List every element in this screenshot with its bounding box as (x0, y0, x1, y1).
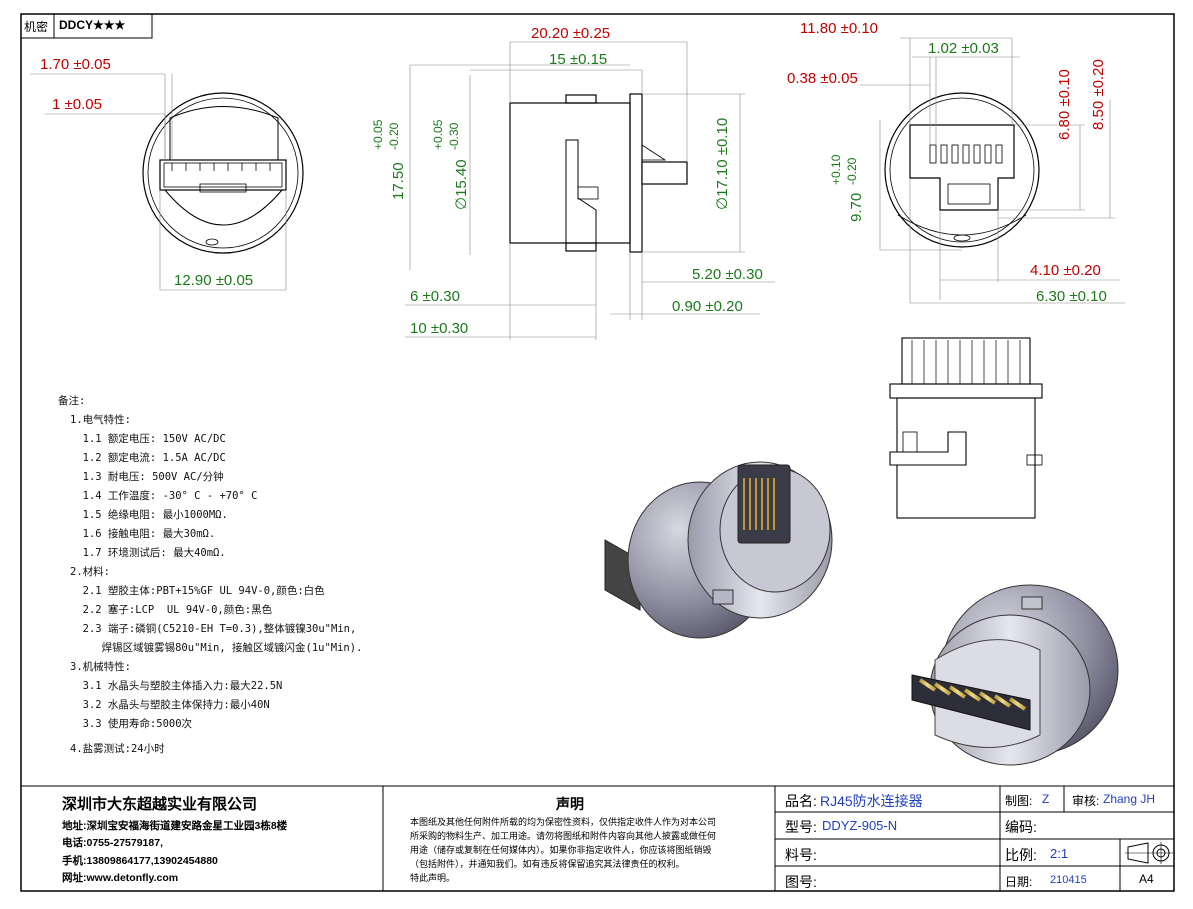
company-name: 深圳市大东超越实业有限公司 (62, 796, 258, 813)
dim-rear-11-80: 11.80 ±0.10 (800, 20, 879, 37)
dim-rear-9-70-tol: +0.10 -0.20 (829, 154, 859, 185)
rear-view (884, 92, 1040, 248)
note-line: 2.材料: (70, 566, 110, 578)
drawn-by: Z (1042, 792, 1050, 806)
iso-view-rear (911, 584, 1119, 766)
dim-side-0-90: 0.90 ±0.20 (672, 298, 743, 315)
dim-front-1-70: 1.70 ±0.05 (40, 56, 111, 73)
note-line: 2.1 塑胶主体:PBT+15%GF UL 94V-0,颜色:白色 (70, 585, 325, 597)
front-dims (30, 73, 287, 291)
note-line: 3.2 水晶头与塑胶主体保持力:最小40N (70, 699, 270, 711)
note-line: 1.7 环境测试后: 最大40mΩ. (70, 547, 226, 559)
sheet-size: A4 (1139, 872, 1154, 886)
secret-level: DDCY★★★ (59, 18, 126, 32)
material-number-label: 料号: (785, 847, 817, 863)
company-website: 网址:www.detonfly.com (62, 872, 179, 884)
dim-rear-8-50: 8.50 ±0.20 (1090, 59, 1107, 130)
declaration-line: 本图纸及其他任何附件所载的均为保密性资料，仅供指定收件人作为对本公司 (410, 817, 717, 827)
top-view (889, 337, 1043, 519)
date-label: 日期: (1005, 875, 1033, 889)
dim-rear-6-30: 6.30 ±0.10 (1036, 288, 1107, 305)
dim-side-15: 15 ±0.15 (549, 51, 608, 68)
model-number: DDYZ-905-N (822, 818, 898, 833)
drawn-by-label: 制图: (1005, 794, 1033, 808)
date-value: 210415 (1050, 874, 1087, 886)
company-mobile: 手机:13809864177,13902454880 (62, 855, 218, 867)
declaration-line: 特此声明。 (410, 873, 456, 883)
product-name-label: 品名: (785, 793, 817, 809)
front-view (142, 92, 304, 254)
note-line: 3.1 水晶头与塑胶主体插入力:最大22.5N (70, 680, 283, 692)
dim-side-15-40-tol: +0.05 -0.30 (431, 119, 461, 150)
side-view (509, 93, 688, 253)
scale-label: 比例: (1005, 847, 1037, 863)
note-line: 焊锡区域镀雾锡80u"Min, 接触区域镀闪金(1u"Min). (70, 642, 363, 654)
note-line: 2.3 端子:磷铜(C5210-EH T=0.3),整体镀镍30u"Min, (70, 623, 357, 635)
note-line: 2.2 塞子:LCP UL 94V-0,颜色:黑色 (70, 604, 273, 616)
dim-side-17-50: 17.50 (390, 162, 407, 200)
note-line: 1.5 绝缘电阻: 最小1000MΩ. (70, 509, 228, 521)
dim-side-10: 10 ±0.30 (410, 320, 469, 337)
model-label: 型号: (785, 819, 817, 835)
dim-rear-4-10: 4.10 ±0.20 (1030, 262, 1101, 279)
rear-dims (860, 37, 1125, 304)
title-block-lines (21, 785, 1174, 891)
note-line: 3.3 使用寿命:5000次 (70, 718, 193, 730)
note-line: 1.1 额定电压: 150V AC/DC (70, 433, 226, 445)
dim-side-diameter: ∅17.10 ±0.10 (714, 117, 731, 210)
declaration-line: 用途（储存或复制在任何媒体内）。如果你非指定收件人，你应该将图纸销毁 (410, 845, 712, 855)
dim-side-6: 6 ±0.30 (410, 288, 460, 305)
declaration-title: 声明 (556, 796, 584, 812)
declaration-line: 所采购的物料生产、加工用途。请勿将图纸和附件内容向其他人披露或做任何 (410, 831, 717, 841)
dim-side-17-50-tol: +0.05 -0.20 (371, 119, 401, 150)
note-line: 1.4 工作温度: -30° C - +70° C (70, 490, 258, 502)
notes-title: 备注: (58, 395, 86, 407)
note-line: 3.机械特性: (70, 661, 131, 673)
dim-side-15-40: ∅15.40 (453, 159, 470, 210)
dim-rear-6-80: 6.80 ±0.10 (1056, 69, 1073, 140)
note-line: 1.2 额定电流: 1.5A AC/DC (70, 452, 226, 464)
side-dims (405, 41, 775, 340)
dim-rear-0-38: 0.38 ±0.05 (787, 70, 858, 87)
dim-front-1: 1 ±0.05 (52, 96, 102, 113)
dim-front-12-90: 12.90 ±0.05 (174, 272, 254, 289)
reviewer: Zhang JH (1103, 792, 1156, 806)
note-line: 1.6 接触电阻: 最大30mΩ. (70, 528, 216, 540)
dim-rear-9-70: 9.70 (848, 192, 865, 222)
dim-side-20-20: 20.20 ±0.25 (531, 25, 611, 42)
scale-value: 2:1 (1050, 846, 1069, 861)
projection-symbol (1125, 842, 1175, 864)
company-phone: 电话:0755-27579187, (62, 837, 163, 849)
note-line: 1.电气特性: (70, 414, 131, 426)
iso-view-front (604, 461, 833, 639)
code-label: 编码: (1005, 819, 1037, 835)
dim-rear-1-02: 1.02 ±0.03 (928, 40, 999, 57)
note-line: 4.盐雾测试:24小时 (70, 743, 165, 755)
note-line: 1.3 耐电压: 500V AC/分钟 (70, 471, 224, 483)
dim-side-5-20: 5.20 ±0.30 (692, 266, 763, 283)
reviewer-label: 审核: (1072, 794, 1100, 808)
company-address: 地址:深圳宝安福海街道建安路金星工业园3栋8楼 (62, 820, 288, 832)
declaration-line: （包括附件），并通知我们。如有违反将保留追究其法律责任的权利。 (410, 859, 685, 869)
product-name: RJ45防水连接器 (820, 793, 923, 809)
drawing-number-label: 图号: (785, 874, 817, 890)
secret-label: 机密 (24, 20, 49, 34)
